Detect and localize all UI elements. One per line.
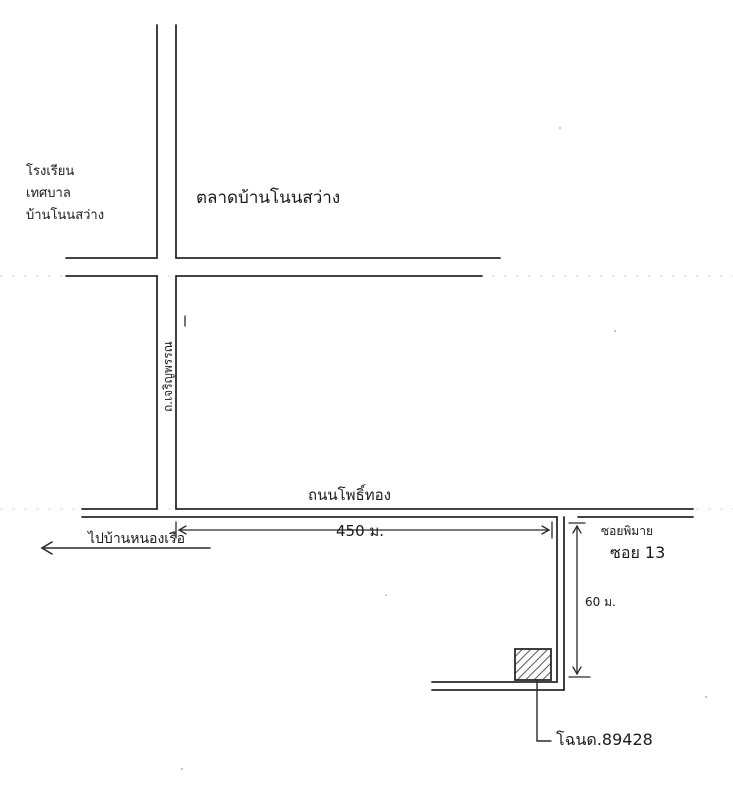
side-road-label: ถ.เจริญพรรณ: [161, 341, 175, 412]
direction-arrow: [40, 541, 211, 555]
main-road-label: ถนนโพธิ์ทอง: [308, 484, 391, 504]
school-label-line-3: บ้านโนนสว่าง: [26, 207, 104, 223]
soi-name-line-1: ซอยพิมาย: [601, 524, 653, 538]
plot-number-label: โฉนด.89428: [556, 730, 653, 749]
main-road: [81, 508, 694, 518]
upper-cross-road: [65, 257, 501, 277]
distance-label: 450 ม.: [336, 522, 384, 540]
soi-length-dimension: [568, 522, 591, 678]
school-label-line-2: เทศบาล: [26, 186, 71, 201]
market-label: ตลาดบ้านโนนสว่าง: [196, 187, 340, 208]
destination-label: ไปบ้านหนองเรือ: [87, 530, 185, 547]
school-label-line-1: โรงเรียน: [26, 163, 74, 179]
vertical-road: [156, 24, 177, 510]
soi-length-label: 60 ม.: [585, 595, 616, 609]
scan-specks: [181, 127, 707, 770]
soi-lane: [431, 516, 565, 691]
scan-guides: [0, 275, 733, 510]
soi-name-line-2: ซอย 13: [610, 543, 665, 562]
property-plot: [514, 648, 552, 681]
plot-leader-line: [536, 679, 552, 742]
distance-dimension: [175, 521, 553, 539]
